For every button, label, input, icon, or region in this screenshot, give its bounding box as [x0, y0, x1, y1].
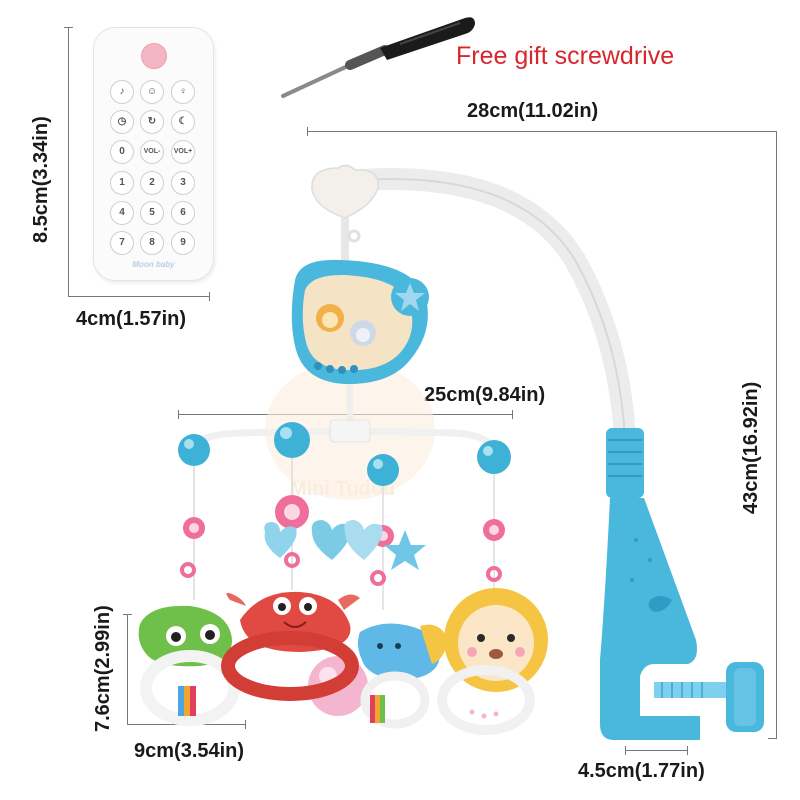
moon-key: ☾: [171, 110, 195, 134]
total-height-tick-bottom: [768, 738, 777, 739]
clamp-width-line: [625, 750, 688, 751]
key-2: 2: [140, 171, 164, 195]
key-9: 9: [171, 231, 195, 255]
key-1: 1: [110, 171, 134, 195]
hanger-width-tick-left: [178, 410, 179, 419]
key-6: 6: [171, 201, 195, 225]
key-4: 4: [110, 201, 134, 225]
key-7: 7: [110, 231, 134, 255]
clamp-width-tick-right: [687, 746, 688, 755]
screwdriver-image: [281, 17, 475, 98]
hanger-width-label: 25cm(9.84in): [424, 384, 546, 406]
repeat-key: ↻: [140, 110, 164, 134]
toy-width-label: 9cm(3.54in): [134, 740, 245, 762]
arm-width-label: 28cm(11.02in): [467, 100, 599, 122]
toy-width-tick-right: [245, 720, 246, 729]
timer-key: ◷: [110, 110, 134, 134]
toy-height-tick-top: [123, 614, 132, 615]
light-key: ♀: [171, 80, 195, 104]
remote-width-tick-right: [209, 292, 210, 301]
key-0: 0: [110, 140, 134, 164]
total-height-line: [776, 131, 777, 739]
remote-height-line: [68, 27, 69, 297]
power-icon: [141, 43, 167, 69]
free-gift-label: Free gift screwdrive: [456, 42, 675, 70]
key-8: 8: [140, 231, 164, 255]
arm-width-tick-left: [307, 127, 308, 136]
remote-height-tick-top: [64, 27, 73, 28]
key-3: 3: [171, 171, 195, 195]
remote-control: ♪ ☺ ♀ ◷ ↻ ☾ 0 VOL- VOL+ 1 2 3 4 5 6 7 8 …: [93, 27, 214, 281]
vol-down-key: VOL-: [140, 140, 164, 164]
arm-width-line: [307, 131, 777, 132]
vol-up-key: VOL+: [171, 140, 195, 164]
remote-width-label: 4cm(1.57in): [76, 308, 187, 330]
toy-height-line: [127, 614, 128, 724]
clamp-width-tick-left: [625, 746, 626, 755]
music-key: ♪: [110, 80, 134, 104]
clamp-width-label: 4.5cm(1.77in): [578, 760, 705, 782]
hanger-width-tick-right: [512, 410, 513, 419]
face-key: ☺: [140, 80, 164, 104]
remote-width-line: [68, 296, 210, 297]
remote-brand-text: Moon baby: [132, 260, 175, 269]
key-5: 5: [140, 201, 164, 225]
